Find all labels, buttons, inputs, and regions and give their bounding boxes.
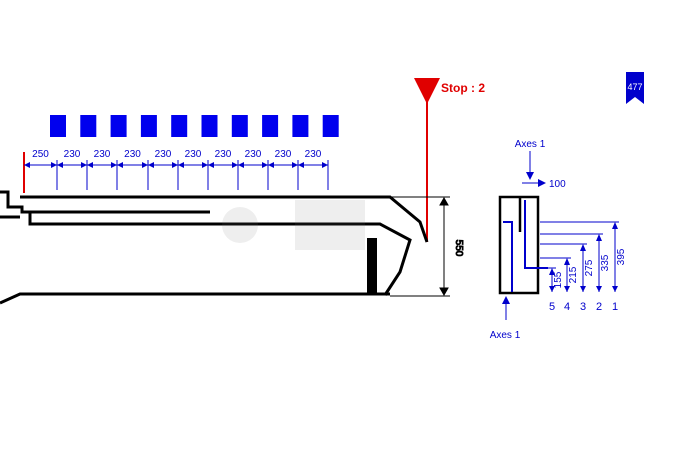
top-dim-label: 230 <box>245 149 262 160</box>
tool-block <box>201 115 218 137</box>
step-number: 4 <box>564 301 570 313</box>
top-dim-label: 230 <box>64 149 81 160</box>
top-dim-label: 230 <box>305 149 322 160</box>
bend-count-badge: 477 <box>626 72 644 104</box>
tool-block <box>292 115 309 137</box>
tool-block <box>80 115 97 137</box>
tool-block <box>262 115 279 137</box>
top-dim-label: 230 <box>275 149 292 160</box>
tool-block <box>171 115 188 137</box>
top-dim-label: 230 <box>124 149 141 160</box>
section-width-label: 100 <box>549 179 566 190</box>
step-number: 1 <box>612 301 618 313</box>
step-dim-label: 155 <box>553 271 564 288</box>
top-dim-label: 230 <box>215 149 232 160</box>
top-dim-label: 230 <box>94 149 111 160</box>
tool-block <box>322 115 339 137</box>
top-dim-label: 250 <box>32 149 49 160</box>
axes-top-label: Axes 1 <box>515 139 546 150</box>
tool-block <box>140 115 157 137</box>
step-dim-label: 275 <box>584 259 595 276</box>
tool-block <box>231 115 248 137</box>
step-dim-label: 215 <box>568 266 579 283</box>
top-dim-label: 230 <box>155 149 172 160</box>
axes-bottom-label: Axes 1 <box>490 330 521 341</box>
top-dim-label: 230 <box>185 149 202 160</box>
step-number: 3 <box>580 301 586 313</box>
step-number: 2 <box>596 301 602 313</box>
step-dim-label: 335 <box>600 254 611 271</box>
height-dimension: 550 <box>390 196 465 297</box>
tool-block <box>110 115 127 137</box>
section-step-dimensions: 155 5 215 4 275 3 335 2 395 1 <box>540 221 627 313</box>
height-dim-label: 550 <box>453 240 464 257</box>
stop-triangle-icon <box>414 78 440 104</box>
tool-block <box>50 115 66 137</box>
watermark-logo <box>222 200 365 250</box>
top-dimension-chain: 250 230 230 230 230 230 230 230 230 230 <box>23 149 329 193</box>
badge-label: 477 <box>627 82 642 92</box>
part-profile <box>0 190 429 305</box>
section-view: Axes 1 100 155 5 215 4 275 3 335 2 395 1 Axes 1 <box>490 139 627 341</box>
step-number: 5 <box>549 301 555 313</box>
step-dim-label: 395 <box>616 248 627 265</box>
stop-label: Stop : 2 <box>441 81 485 95</box>
backgauge-stop-marker: Stop : 2 <box>414 78 485 242</box>
tool-block-row <box>50 115 339 137</box>
